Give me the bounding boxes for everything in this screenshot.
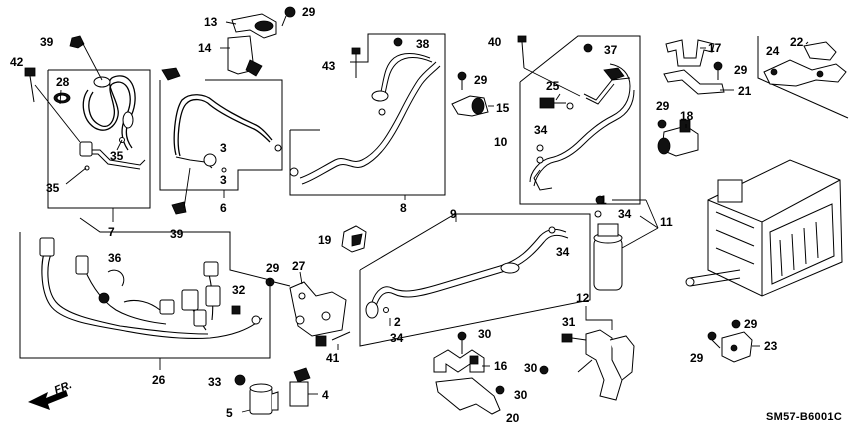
callout-1: 1 <box>600 193 607 207</box>
callout-28: 28 <box>56 75 70 89</box>
callout-43: 43 <box>322 59 336 73</box>
callout-29g: 29 <box>690 351 704 365</box>
clip-19 <box>341 225 367 253</box>
callout-34a: 34 <box>534 123 548 137</box>
bracket-12 <box>561 306 635 401</box>
callout-36: 36 <box>108 251 122 265</box>
bracket-23 <box>707 319 760 363</box>
bracket-16-20 <box>433 331 549 415</box>
callout-24: 24 <box>766 44 780 58</box>
callout-37: 37 <box>604 43 618 57</box>
bracket-13-14 <box>220 6 296 77</box>
callout-32: 32 <box>232 283 246 297</box>
pipe-group-8 <box>289 33 446 200</box>
callout-30a: 30 <box>478 327 492 341</box>
callout-29d: 29 <box>656 99 670 113</box>
callout-4: 4 <box>322 388 329 402</box>
callout-14: 14 <box>198 41 212 55</box>
callout-labels: 1 2 3 3 4 5 6 7 8 9 10 11 12 13 14 15 16… <box>10 5 804 425</box>
callout-34b: 34 <box>618 207 632 221</box>
diagram-code: SM57-B6001C <box>766 411 842 423</box>
callout-38: 38 <box>416 37 430 51</box>
callout-35b: 35 <box>46 181 60 195</box>
callout-22: 22 <box>790 35 804 49</box>
callout-3a: 3 <box>220 141 227 155</box>
callout-42: 42 <box>10 55 24 69</box>
pipe-group-10 <box>517 35 641 205</box>
callout-29f: 29 <box>744 317 758 331</box>
callout-41: 41 <box>326 351 340 365</box>
callout-11: 11 <box>660 215 673 229</box>
callout-8: 8 <box>400 201 407 215</box>
callout-13: 13 <box>204 15 218 29</box>
callout-18: 18 <box>680 109 694 123</box>
callout-15: 15 <box>496 101 510 115</box>
callout-5: 5 <box>226 406 233 420</box>
bracket-27 <box>265 271 351 350</box>
pipe-group-9 <box>359 213 591 347</box>
callout-17: 17 <box>708 41 722 55</box>
callout-39a: 39 <box>40 35 54 49</box>
hose-group-7 <box>24 35 151 222</box>
callout-30b: 30 <box>524 361 538 375</box>
callout-23: 23 <box>764 339 778 353</box>
callout-16: 16 <box>494 359 508 373</box>
front-arrow-icon: FR. <box>28 379 74 410</box>
callout-39b: 39 <box>170 227 184 241</box>
callout-40: 40 <box>488 35 502 49</box>
callout-21: 21 <box>738 84 752 98</box>
callout-29a: 29 <box>302 5 316 19</box>
receiver-drier <box>593 195 659 291</box>
callout-2: 2 <box>394 315 401 329</box>
callout-19: 19 <box>318 233 332 247</box>
front-direction-label: FR. <box>53 379 74 397</box>
callout-27: 27 <box>292 259 306 273</box>
callout-29b: 29 <box>474 73 488 87</box>
callout-6: 6 <box>220 201 227 215</box>
callout-33: 33 <box>208 375 222 389</box>
evaporator-unit <box>685 159 843 297</box>
callout-7: 7 <box>108 225 115 239</box>
callout-29c: 29 <box>734 63 748 77</box>
callout-10: 10 <box>494 135 508 149</box>
callout-31: 31 <box>562 315 576 329</box>
bracket-17-21 <box>663 39 734 95</box>
bracket-22-24 <box>757 36 849 119</box>
callout-29e: 29 <box>266 261 280 275</box>
callout-9: 9 <box>450 207 457 221</box>
mount-15 <box>451 71 494 117</box>
callout-30c: 30 <box>514 388 528 402</box>
bracket-18 <box>657 119 699 157</box>
callout-34d: 34 <box>390 331 404 345</box>
callout-3b: 3 <box>220 173 227 187</box>
callout-12: 12 <box>576 291 590 305</box>
callout-20: 20 <box>506 411 520 425</box>
callout-25: 25 <box>546 79 560 93</box>
callout-35a: 35 <box>110 149 124 163</box>
hose-group-6 <box>159 67 283 215</box>
relay-4-5 <box>234 367 318 415</box>
wire-harness-26 <box>19 217 271 370</box>
callout-34c: 34 <box>556 245 570 259</box>
callout-26: 26 <box>152 373 166 387</box>
